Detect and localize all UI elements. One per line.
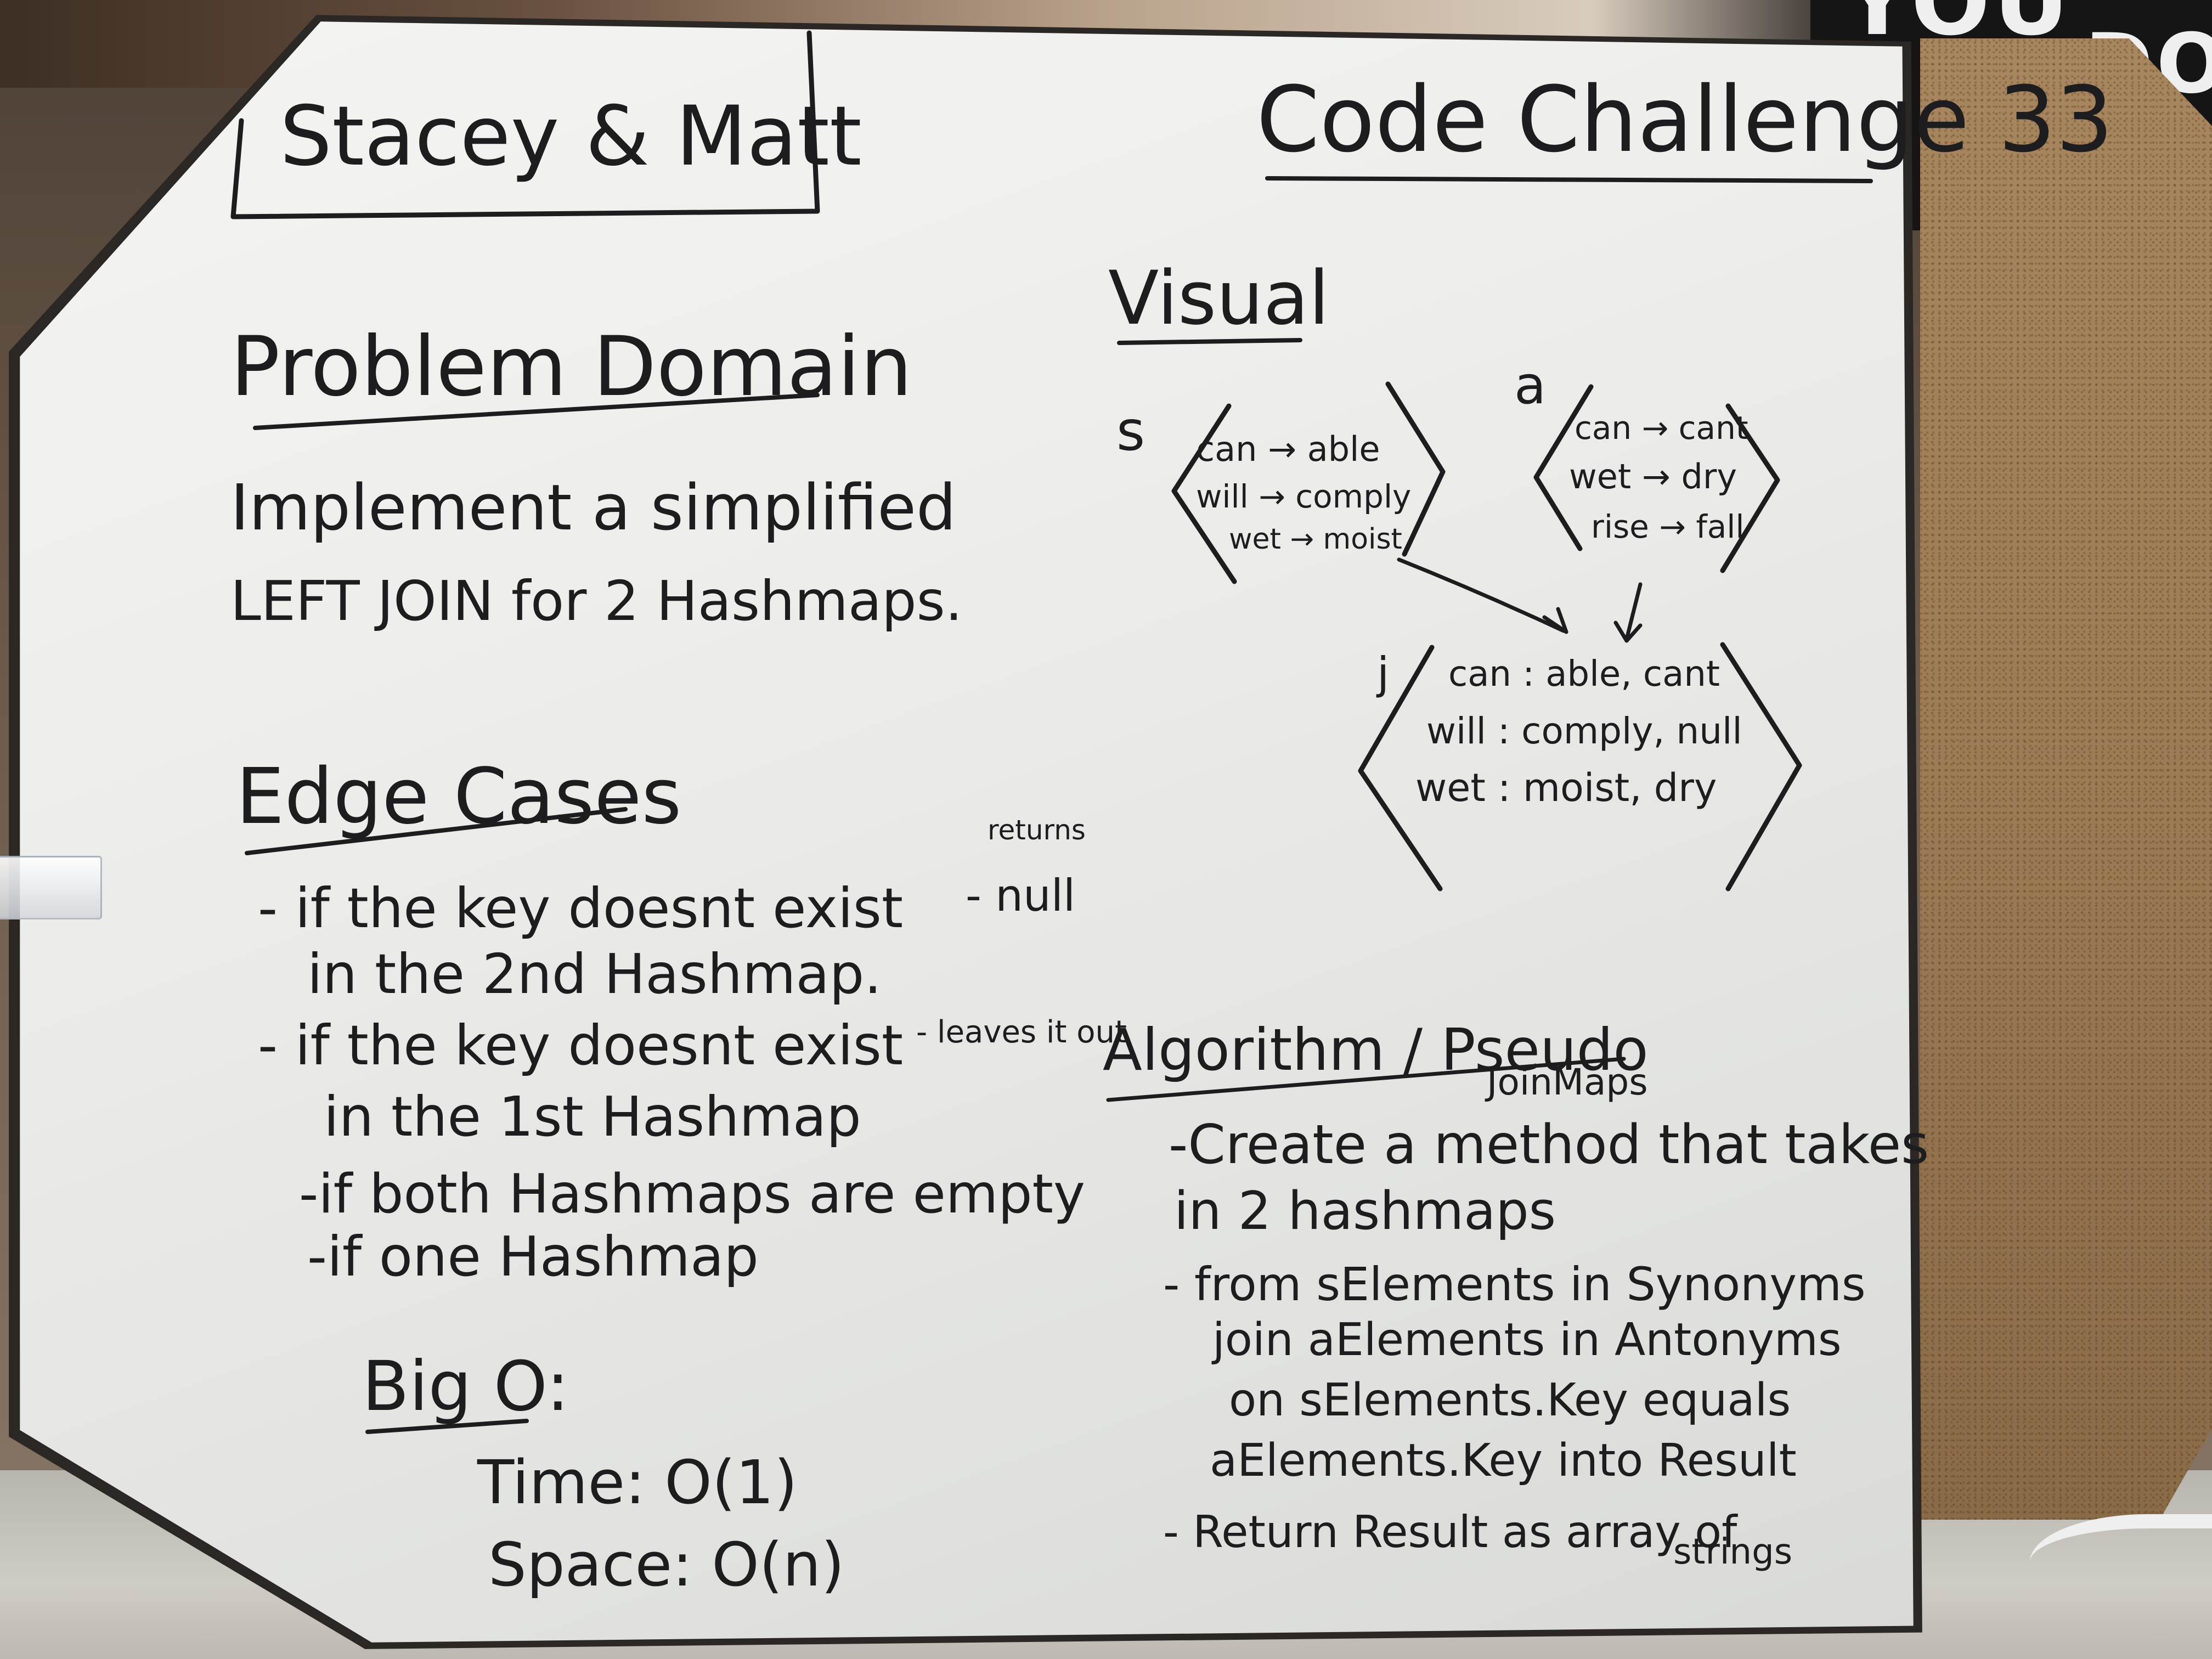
names-text: Stacey & Matt xyxy=(280,89,862,184)
hashmap-j-row-1: can : able, cant xyxy=(1448,654,1720,695)
edge-case-1-note: - null xyxy=(966,870,1075,921)
algorithm-line-1: -Create a method that takes xyxy=(1169,1114,1929,1176)
hashmap-s-row-2: will → comply xyxy=(1196,478,1411,515)
algorithm-line-2: in 2 hashmaps xyxy=(1174,1181,1556,1242)
problem-domain-section: Problem Domain Implement a simplified LE… xyxy=(230,319,963,633)
edge-case-2-line-2: in the 1st Hashmap xyxy=(324,1085,861,1149)
edge-case-1-line-2: in the 2nd Hashmap. xyxy=(307,942,882,1006)
big-o-section: Big O: Time: O(1) Space: O(n) xyxy=(362,1347,844,1600)
edge-case-2-line-1: - if the key doesnt exist xyxy=(258,1013,903,1077)
problem-domain-line-1: Implement a simplified xyxy=(230,471,956,545)
algorithm-heading: Algorithm / Pseudo xyxy=(1103,1017,1649,1084)
problem-domain-heading: Problem Domain xyxy=(230,319,912,415)
problem-domain-line-2: LEFT JOIN for 2 Hashmaps. xyxy=(230,569,963,633)
title-block: Code Challenge 33 xyxy=(1256,67,2113,183)
hashmap-a-row-3: rise → fall xyxy=(1591,508,1745,545)
hashmap-a-row-2: wet → dry xyxy=(1569,456,1737,496)
edge-case-4: -if one Hashmap xyxy=(307,1224,759,1289)
hashmap-a-label: a xyxy=(1514,356,1546,416)
hashmap-a-row-1: can → cant xyxy=(1575,409,1748,447)
hashmap-s-row-3: wet → moist xyxy=(1229,523,1402,556)
whiteboard-clip xyxy=(0,856,102,919)
algorithm-line-8: strings xyxy=(1673,1532,1792,1572)
algorithm-line-3: - from sElements in Synonyms xyxy=(1163,1257,1866,1311)
algorithm-line-7: - Return Result as array of xyxy=(1163,1506,1738,1558)
hashmap-j-row-2: will : comply, null xyxy=(1426,710,1742,752)
hashmap-s-row-1: can → able xyxy=(1196,429,1380,469)
method-name: JoinMaps xyxy=(1485,1061,1648,1103)
corkboard-backing xyxy=(1920,38,2212,1520)
algorithm-line-5: on sElements.Key equals xyxy=(1229,1374,1791,1426)
big-o-heading: Big O: xyxy=(362,1347,569,1426)
hashmap-j-row-3: wet : moist, dry xyxy=(1415,765,1717,810)
edge-case-1-note-above: returns xyxy=(988,814,1086,846)
edge-case-2-note: - leaves it out xyxy=(916,1014,1127,1050)
algorithm-line-6: aElements.Key into Result xyxy=(1210,1435,1797,1487)
edge-cases-section: Edge Cases - if the key doesnt exist in … xyxy=(236,752,1127,1289)
big-o-space: Space: O(n) xyxy=(488,1530,844,1600)
edge-case-3: -if both Hashmaps are empty xyxy=(299,1163,1085,1226)
visual-heading: Visual xyxy=(1108,255,1329,341)
names-box: Stacey & Matt xyxy=(230,30,862,219)
algorithm-line-4: join aElements in Antonyms xyxy=(1211,1314,1842,1366)
board-title: Code Challenge 33 xyxy=(1256,67,2113,172)
visual-section: Visual s can → able will → comply wet → … xyxy=(1108,255,1802,891)
hashmap-j-label: j xyxy=(1376,648,1389,699)
algorithm-section: Algorithm / Pseudo JoinMaps -Create a me… xyxy=(1103,1017,1929,1572)
edge-case-1-line-1: - if the key doesnt exist xyxy=(258,876,903,940)
big-o-time: Time: O(1) xyxy=(477,1447,798,1517)
hashmap-s-label: s xyxy=(1116,399,1145,463)
